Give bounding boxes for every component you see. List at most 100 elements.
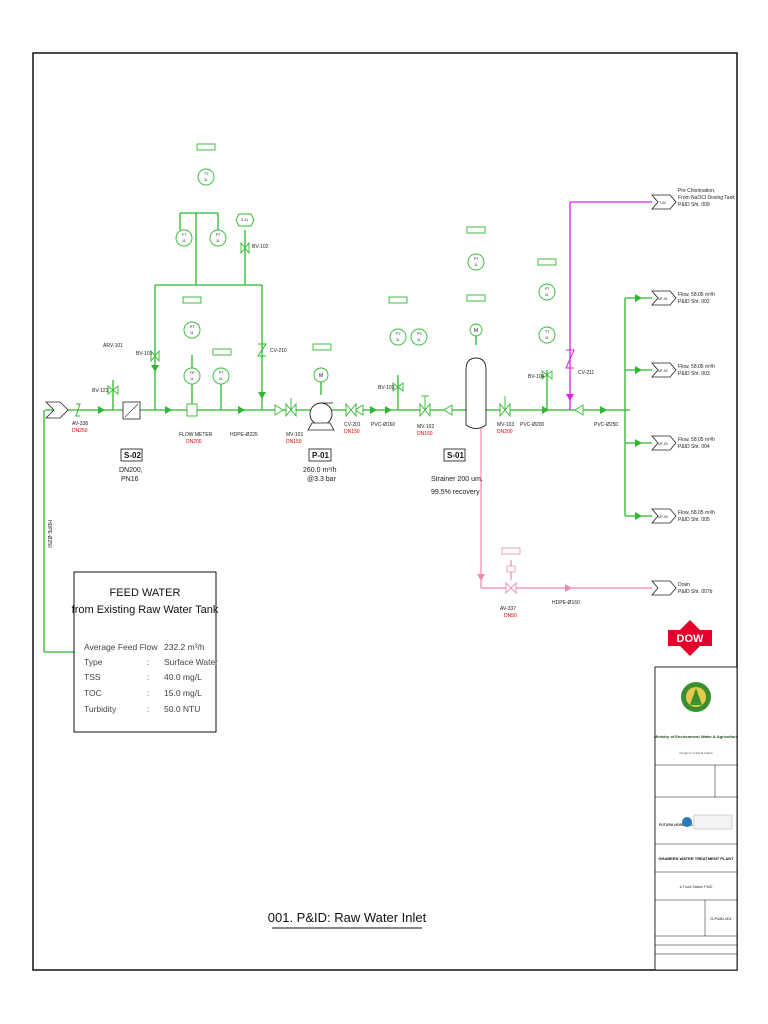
av337-dn: DN50 bbox=[504, 613, 517, 619]
p01-cap2: @3.3 bar bbox=[307, 476, 337, 483]
bv104-label: BV-104 bbox=[528, 374, 545, 380]
svg-text:PT: PT bbox=[216, 233, 221, 237]
pvc200-label: PVC-Ø200 bbox=[520, 422, 544, 428]
motor-strainer bbox=[469, 323, 483, 337]
svg-text:11: 11 bbox=[182, 239, 186, 243]
svg-text:50.0 NTU: 50.0 NTU bbox=[164, 704, 200, 714]
svg-text:P&ID Sht. 005: P&ID Sht. 005 bbox=[678, 517, 710, 523]
svg-text:Type: Type bbox=[84, 657, 103, 667]
svg-text::: : bbox=[147, 672, 149, 682]
valve-bv102 bbox=[240, 241, 250, 255]
sheet-border bbox=[32, 52, 738, 971]
valve-bv103 bbox=[392, 382, 404, 392]
mv102-dn: DN150 bbox=[417, 431, 433, 437]
svg-text:PT: PT bbox=[219, 371, 224, 375]
mv101-label: MV-101 bbox=[286, 432, 303, 438]
svg-text:P&ID Sht. 004: P&ID Sht. 004 bbox=[678, 444, 710, 450]
svg-text:TT: TT bbox=[545, 330, 550, 334]
flow-meter-symbol bbox=[186, 403, 198, 417]
pvc160-label: PVC-Ø160 bbox=[371, 422, 395, 428]
dow-logo: DOW bbox=[668, 620, 712, 656]
bv121-label: BV-121 bbox=[92, 388, 109, 394]
svg-text:Drain: Drain bbox=[678, 582, 690, 588]
svg-text:Pre Chlorination,: Pre Chlorination, bbox=[678, 188, 715, 194]
hdpe225-label: HDPE-Ø225 bbox=[230, 432, 258, 438]
svg-text:11: 11 bbox=[216, 239, 220, 243]
cv201-dn: DN150 bbox=[344, 429, 360, 435]
svg-text:Average Feed Flow: Average Feed Flow bbox=[84, 642, 158, 652]
s02-tag: S-02 bbox=[124, 451, 141, 460]
svg-text:11: 11 bbox=[417, 338, 421, 342]
pvc250-label: PVC-Ø250 bbox=[594, 422, 618, 428]
p01-cap1: 260.0 m³/h bbox=[303, 467, 337, 474]
svg-text:11: 11 bbox=[545, 336, 549, 340]
svg-text:11: 11 bbox=[204, 178, 208, 182]
ministry-name: Ministry of Environment Water & Agricult… bbox=[654, 734, 739, 739]
feed-heading-2: from Existing Raw Water Tank bbox=[72, 604, 219, 616]
svg-text:P&ID Sht. 002: P&ID Sht. 002 bbox=[678, 299, 710, 305]
kingdom-name: Kingdom of Saudi Arabia bbox=[679, 751, 712, 755]
valve-cv210 bbox=[257, 343, 267, 357]
svg-text:Surface Water: Surface Water bbox=[164, 657, 218, 667]
svg-text:P&ID Sht. 007b: P&ID Sht. 007b bbox=[678, 589, 713, 595]
svg-text:PT: PT bbox=[396, 332, 401, 336]
strainer-s01-vessel bbox=[465, 357, 487, 429]
motor-label-2: M bbox=[474, 328, 478, 334]
cv211-label: CV-211 bbox=[578, 370, 595, 376]
svg-text:Flow, 58.05 m³/h: Flow, 58.05 m³/h bbox=[678, 437, 715, 443]
mv103-dn: DN200 bbox=[497, 429, 513, 435]
svg-text:P&ID Sht. 003: P&ID Sht. 003 bbox=[678, 371, 710, 377]
mv103-label: MV-103 bbox=[497, 422, 514, 428]
chlorination-line bbox=[565, 201, 652, 410]
svg-text:Flow, 58.05 m³/h: Flow, 58.05 m³/h bbox=[678, 364, 715, 370]
feed-heading-1: FEED WATER bbox=[110, 587, 181, 599]
mv101-dn: DN150 bbox=[286, 439, 302, 445]
valve-av338 bbox=[45, 401, 81, 419]
svg-text:PT: PT bbox=[545, 287, 550, 291]
motor-label-1: M bbox=[319, 373, 323, 379]
av338-label: AV-338 bbox=[72, 421, 88, 427]
svg-text:15.0 mg/L: 15.0 mg/L bbox=[164, 688, 202, 698]
valve-bv101 bbox=[150, 349, 160, 363]
offpage-connector-drain: Drain P&ID Sht. 007b bbox=[651, 580, 713, 596]
svg-text:11: 11 bbox=[190, 331, 194, 335]
flowmeter-dn: DN200 bbox=[186, 439, 202, 445]
svg-text:TOC: TOC bbox=[84, 688, 102, 698]
open-arrows bbox=[274, 404, 584, 416]
pump-p01 bbox=[307, 402, 335, 431]
svg-text::: : bbox=[147, 642, 149, 652]
valve-bv121 bbox=[107, 385, 119, 395]
s01-cap2: 99.5% recovery bbox=[431, 489, 480, 496]
svg-text:UF-04: UF-04 bbox=[658, 515, 668, 519]
arv101-label: ARV-101 bbox=[103, 343, 123, 349]
drawing-title: 001. P&ID: Raw Water Inlet bbox=[268, 910, 427, 925]
offpage-connector-uf01: UF-01 Flow, 58.05 m³/h P&ID Sht. 002 bbox=[651, 290, 715, 306]
hdpe250-label: HDPE-Ø250 bbox=[46, 520, 52, 548]
svg-text:FE: FE bbox=[190, 371, 195, 375]
main-process-line bbox=[43, 212, 652, 653]
svg-text:P&ID Sht. 009: P&ID Sht. 009 bbox=[678, 202, 710, 208]
bv102-label: BV-102 bbox=[252, 244, 269, 250]
p01-tag: P-01 bbox=[312, 451, 329, 460]
svg-text:UF-02: UF-02 bbox=[658, 369, 668, 373]
svg-text:TSS: TSS bbox=[84, 672, 101, 682]
svg-text:Flow, 58.05 m³/h: Flow, 58.05 m³/h bbox=[678, 510, 715, 516]
offpage-connector-uf03: UF-03 Flow, 58.05 m³/h P&ID Sht. 004 bbox=[651, 435, 715, 451]
av337-label: AV-337 bbox=[500, 606, 516, 612]
svg-text:TT: TT bbox=[204, 172, 209, 176]
cv210-label: CV-210 bbox=[270, 348, 287, 354]
svg-text:PT: PT bbox=[190, 325, 195, 329]
sheet-number: G-P&ID-001 bbox=[710, 916, 733, 921]
flow-arrows bbox=[98, 294, 642, 520]
svg-text:UF-03: UF-03 bbox=[658, 442, 668, 446]
bv103-label: BV-103 bbox=[378, 385, 395, 391]
svg-text:11: 11 bbox=[474, 263, 478, 267]
svg-text::: : bbox=[147, 704, 149, 714]
svg-text:11: 11 bbox=[190, 377, 194, 381]
hdpe160-label: HDPE-Ø160 bbox=[552, 600, 580, 606]
valve-cv201 bbox=[345, 402, 357, 418]
svg-text:PT: PT bbox=[474, 257, 479, 261]
offpage-connector-t02: T-02 Pre Chlorination, From NaOCl Dosing… bbox=[651, 188, 735, 210]
